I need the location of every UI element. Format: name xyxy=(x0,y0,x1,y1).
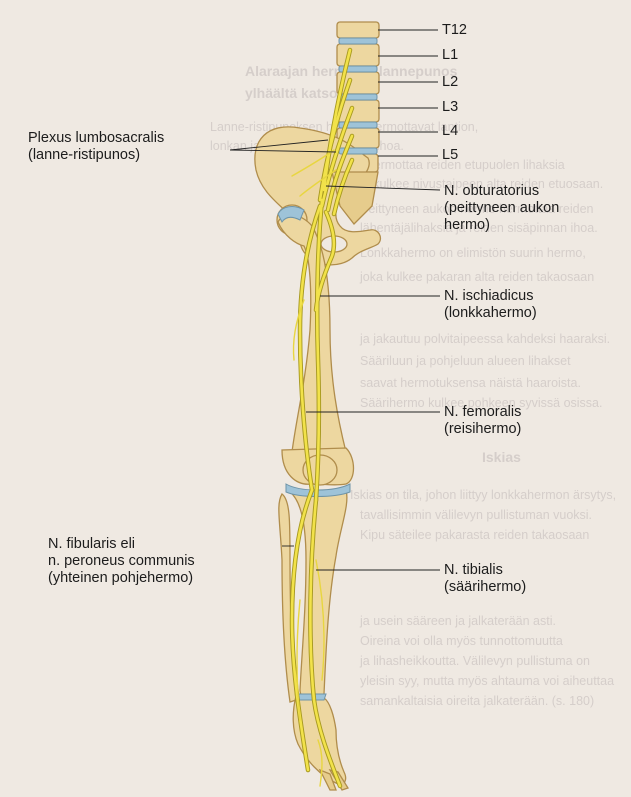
label-n-obturatorius: N. obturatorius (peittyneen aukon hermo) xyxy=(444,183,559,234)
vertebra-l1 xyxy=(337,44,379,66)
label-line: Plexus lumbosacralis xyxy=(28,130,164,147)
spine-label-l4: L4 xyxy=(442,123,458,140)
label-line: N. femoralis xyxy=(444,404,521,421)
spine-label-l5: L5 xyxy=(442,147,458,164)
spine-label-l3: L3 xyxy=(442,99,458,116)
label-line: (reisihermo) xyxy=(444,421,521,438)
spine-label-t12: T12 xyxy=(442,22,467,39)
disc xyxy=(339,38,377,44)
label-line: N. fibularis eli xyxy=(48,536,195,553)
label-line: (peittyneen aukon xyxy=(444,200,559,217)
label-line: N. tibialis xyxy=(444,562,526,579)
label-line: hermo) xyxy=(444,217,559,234)
label-line: (lonkkahermo) xyxy=(444,305,537,322)
vertebra-t12 xyxy=(337,22,379,38)
spine-label-l2: L2 xyxy=(442,74,458,91)
label-line: n. peroneus communis xyxy=(48,553,195,570)
label-plexus-lumbosacralis: Plexus lumbosacralis (lanne-ristipunos) xyxy=(28,130,164,164)
label-line: (yhteinen pohjehermo) xyxy=(48,570,195,587)
label-n-fibularis: N. fibularis eli n. peroneus communis (y… xyxy=(48,536,195,587)
ankle-joint-cartilage xyxy=(296,694,326,700)
label-line: (säärihermo) xyxy=(444,579,526,596)
label-n-tibialis: N. tibialis (säärihermo) xyxy=(444,562,526,596)
label-n-ischiadicus: N. ischiadicus (lonkkahermo) xyxy=(444,288,537,322)
spine-label-l1: L1 xyxy=(442,47,458,64)
label-line: N. ischiadicus xyxy=(444,288,537,305)
label-line: (lanne-ristipunos) xyxy=(28,147,164,164)
label-line: N. obturatorius xyxy=(444,183,559,200)
label-n-femoralis: N. femoralis (reisihermo) xyxy=(444,404,521,438)
tibia-bone xyxy=(290,490,347,700)
